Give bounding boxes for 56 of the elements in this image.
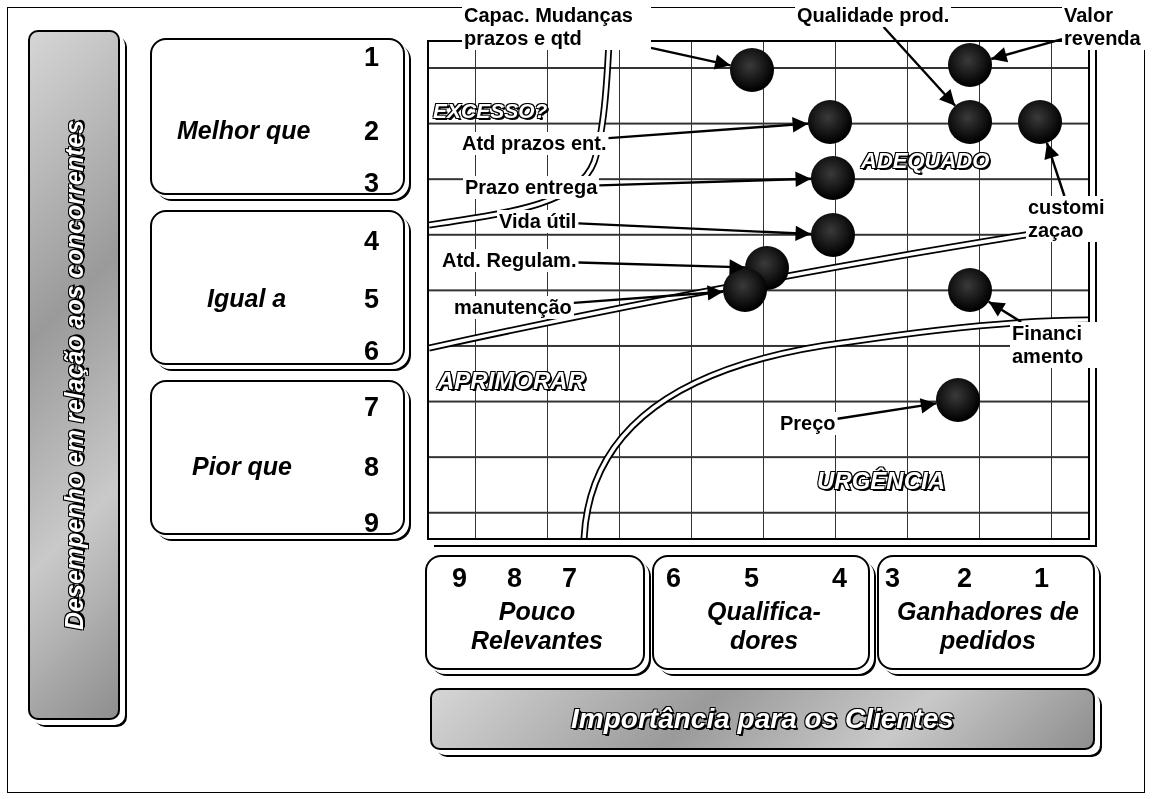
scale-number: 7 [562,563,578,593]
data-point [936,378,980,422]
factor-label: Capac. Mudanças prazos e qtd [462,4,651,50]
data-point [1018,100,1062,144]
data-point [730,48,774,92]
scale-number: 1 [364,42,380,72]
node-label: Financi amento [1012,322,1084,367]
leader-arrow [573,285,724,305]
leader-arrow [599,171,812,187]
factor-label: Preço [778,412,838,435]
data-point [948,43,992,87]
leader-arrow [578,259,746,275]
importance-label: Qualifica- dores [706,597,822,655]
scale-number: 7 [364,392,380,422]
scale-number: 9 [452,563,468,593]
performance-label: Melhor que [177,116,311,145]
performance-label: Igual a [207,284,287,313]
scale-number: 3 [885,563,901,593]
scale-number: 8 [364,452,380,482]
factor-label: Prazo entrega [463,176,600,199]
node-label: customi zaçao [1028,196,1105,241]
scale-number: 6 [364,336,380,366]
factor-label: Atd. Regulam. [440,249,579,272]
leader-arrow [578,222,812,242]
axis-title: Desempenho em relação aos concorrentes [59,120,89,630]
scale-number: 4 [364,226,380,256]
scale-number: 3 [364,168,380,198]
leader-arrow [990,37,1063,63]
scale-number: 5 [744,563,760,593]
data-point [948,100,992,144]
factor-label: Valor revenda [1062,4,1148,50]
scale-number: 1 [1034,563,1050,593]
leader-arrow [837,398,937,420]
data-point [811,213,855,257]
scale-number: 4 [832,563,848,593]
scale-number: 2 [364,116,380,146]
factor-label: Qualidade prod. [795,4,952,27]
scale-number: 9 [364,508,380,538]
leader-arrow [608,117,809,140]
leader-arrow [988,300,1022,323]
data-point [808,100,852,144]
data-point [948,268,992,312]
performance-label: Pior que [192,452,292,481]
leader-arrow [882,26,957,107]
data-point [723,268,767,312]
axis-title: Importância para os Clientes [571,703,954,735]
scale-number: 5 [364,284,380,314]
scale-number: 8 [507,563,523,593]
factor-label: manutenção [452,296,574,319]
scale-number: 6 [666,563,682,593]
factor-label: Atd prazos ent. [460,132,609,155]
leader-arrow [1044,142,1066,197]
scale-number: 2 [957,563,973,593]
importance-label: Ganhadores de pedidos [896,597,1080,655]
importance-label: Pouco Relevantes [470,597,604,655]
data-point [811,156,855,200]
